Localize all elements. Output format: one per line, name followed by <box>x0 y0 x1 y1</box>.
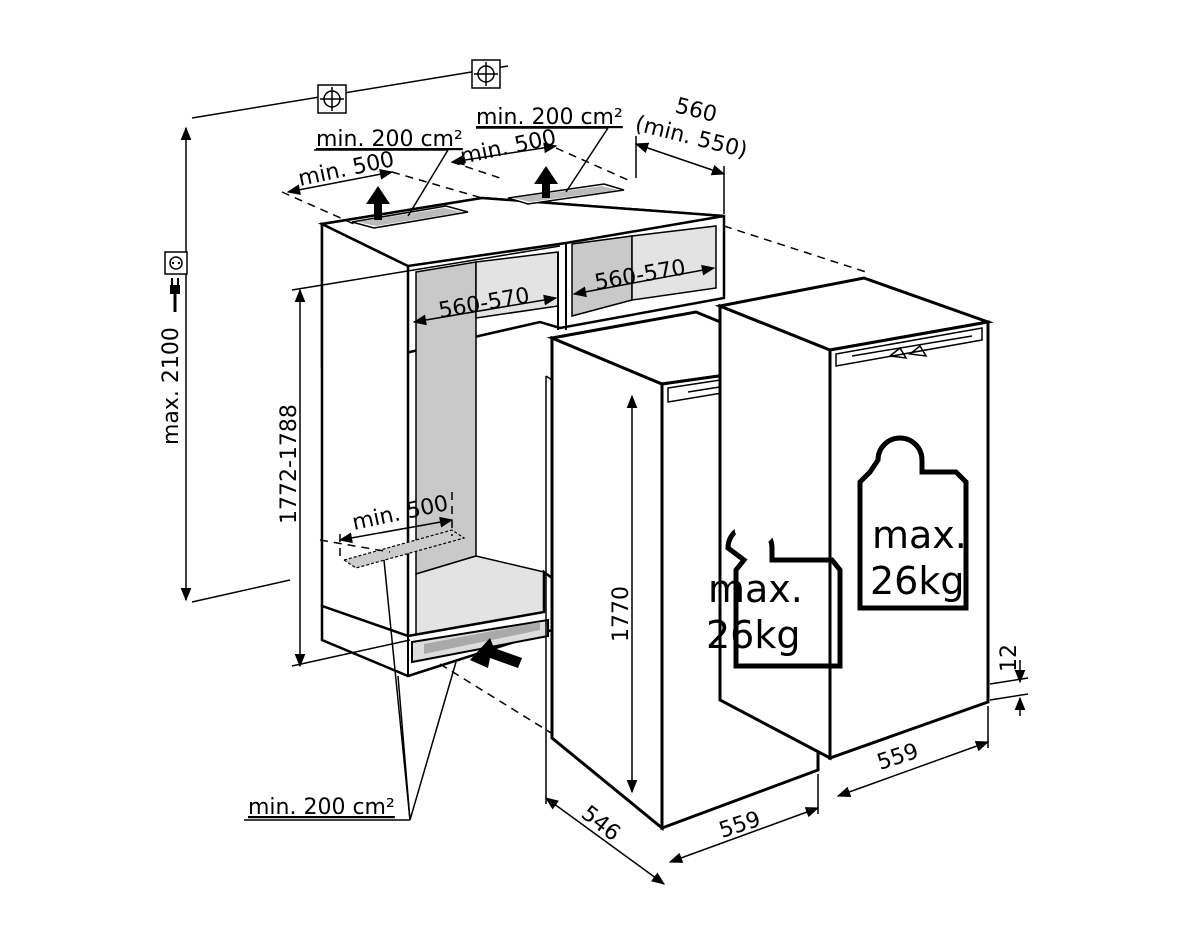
crosshair-icon <box>317 84 347 114</box>
ceiling-reference <box>191 65 509 603</box>
crosshair-icon <box>471 59 501 89</box>
weight-left-line1: max. <box>708 567 803 611</box>
power-plug-icon <box>170 278 180 312</box>
plinth-label: 12 <box>997 644 1022 672</box>
weight-icon <box>725 506 843 669</box>
gap-top-right-label: min. 500 <box>458 125 559 170</box>
max-height-dimension: max. 2100 <box>159 126 192 602</box>
vent-bottom-label: min. 200 cm² <box>248 795 395 820</box>
unit-height-label: 1770 <box>609 586 634 642</box>
weight-right-line2: 26kg <box>870 559 964 603</box>
unit-width-right-label: 559 <box>874 739 922 776</box>
arrow-up-icon <box>366 186 390 220</box>
weight-left-line2: 26kg <box>706 613 800 657</box>
weight-icon <box>857 435 969 611</box>
vent-grille-top-left <box>351 205 469 229</box>
dimension-lines <box>244 127 1029 885</box>
vent-top-right-label: min. 200 cm² <box>476 105 623 130</box>
arrow-right-icon <box>470 638 522 668</box>
vent-top-left-label: min. 200 cm² <box>316 127 463 152</box>
vent-grille-top-right <box>507 183 625 205</box>
unit-width-left-label: 559 <box>716 807 764 844</box>
weight-right-line1: max. <box>872 513 967 557</box>
power-socket-icon <box>164 251 188 275</box>
unit-depth-label: 546 <box>576 801 624 847</box>
niche-height-label: 1772-1788 <box>277 404 302 524</box>
appliance-unit-right <box>714 276 994 761</box>
max-height-label: max. 2100 <box>159 327 184 445</box>
arrow-up-icon <box>534 166 558 198</box>
gap-top-left-label: min. 500 <box>296 147 397 192</box>
